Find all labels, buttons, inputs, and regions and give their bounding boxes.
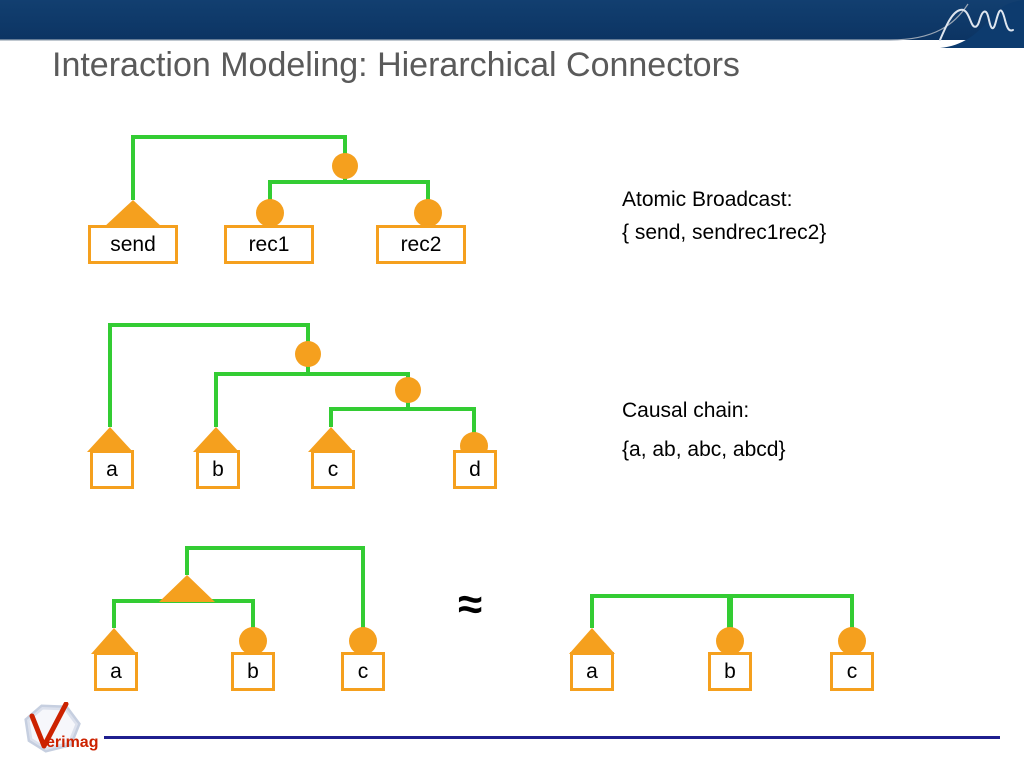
footer-divider (104, 736, 1000, 739)
component-box-c-hier-right[interactable]: c (830, 652, 874, 691)
connector-port-synchron-1 (295, 341, 321, 367)
component-box-send[interactable]: send (88, 225, 178, 264)
diagram-hierarchical-left-wires: c --> b --> (91, 546, 377, 655)
port-synchron-c4 (838, 627, 866, 655)
port-trigger-a (87, 427, 133, 452)
port-synchron-c3 (349, 627, 377, 655)
port-synchron-rec2 (414, 199, 442, 227)
port-trigger-send (103, 200, 163, 228)
component-box-c-hier-left[interactable]: c (341, 652, 385, 691)
annotation-atomic-broadcast-title: Atomic Broadcast: (622, 188, 793, 211)
verimag-logo-text: erimag (46, 734, 98, 751)
component-box-a-causal[interactable]: a (90, 450, 134, 489)
diagram-atomic-broadcast-wires: sub-connector --> (103, 135, 442, 228)
annotation-causal-chain-set: {a, ab, abc, abcd} (622, 438, 786, 461)
component-box-c-causal[interactable]: c (311, 450, 355, 489)
diagram-causal-chain-wires: node1 --> node2, anchored under node1 --… (87, 323, 488, 460)
component-box-b-hier-left[interactable]: b (231, 652, 275, 691)
annotation-atomic-broadcast-set: { send, sendrec1rec2} (622, 221, 827, 244)
component-box-b-hier-right[interactable]: b (708, 652, 752, 691)
component-box-rec2[interactable]: rec2 (376, 225, 466, 264)
component-box-a-hier-left[interactable]: a (94, 652, 138, 691)
diagram-hierarchical-right-wires (569, 594, 866, 655)
component-box-rec1[interactable]: rec1 (224, 225, 314, 264)
connector-port-synchron (332, 153, 358, 179)
port-synchron-b3 (239, 627, 267, 655)
page-title: Interaction Modeling: Hierarchical Conne… (52, 46, 740, 84)
connector-port-trigger-nested (159, 575, 215, 602)
port-synchron-rec1 (256, 199, 284, 227)
port-trigger-a4 (569, 628, 615, 654)
component-box-b-causal[interactable]: b (196, 450, 240, 489)
component-box-d-causal[interactable]: d (453, 450, 497, 489)
port-trigger-a3 (91, 628, 137, 654)
port-trigger-b (193, 427, 239, 452)
verimag-logo: erimag (24, 702, 98, 753)
connector-port-synchron-2 (395, 377, 421, 403)
annotation-causal-chain-title: Causal chain: (622, 399, 750, 422)
component-box-a-hier-right[interactable]: a (570, 652, 614, 691)
port-synchron-b4 (716, 627, 744, 655)
header-banner (0, 0, 1024, 40)
port-trigger-c (308, 427, 354, 452)
equivalence-symbol: ≈ (458, 580, 483, 629)
